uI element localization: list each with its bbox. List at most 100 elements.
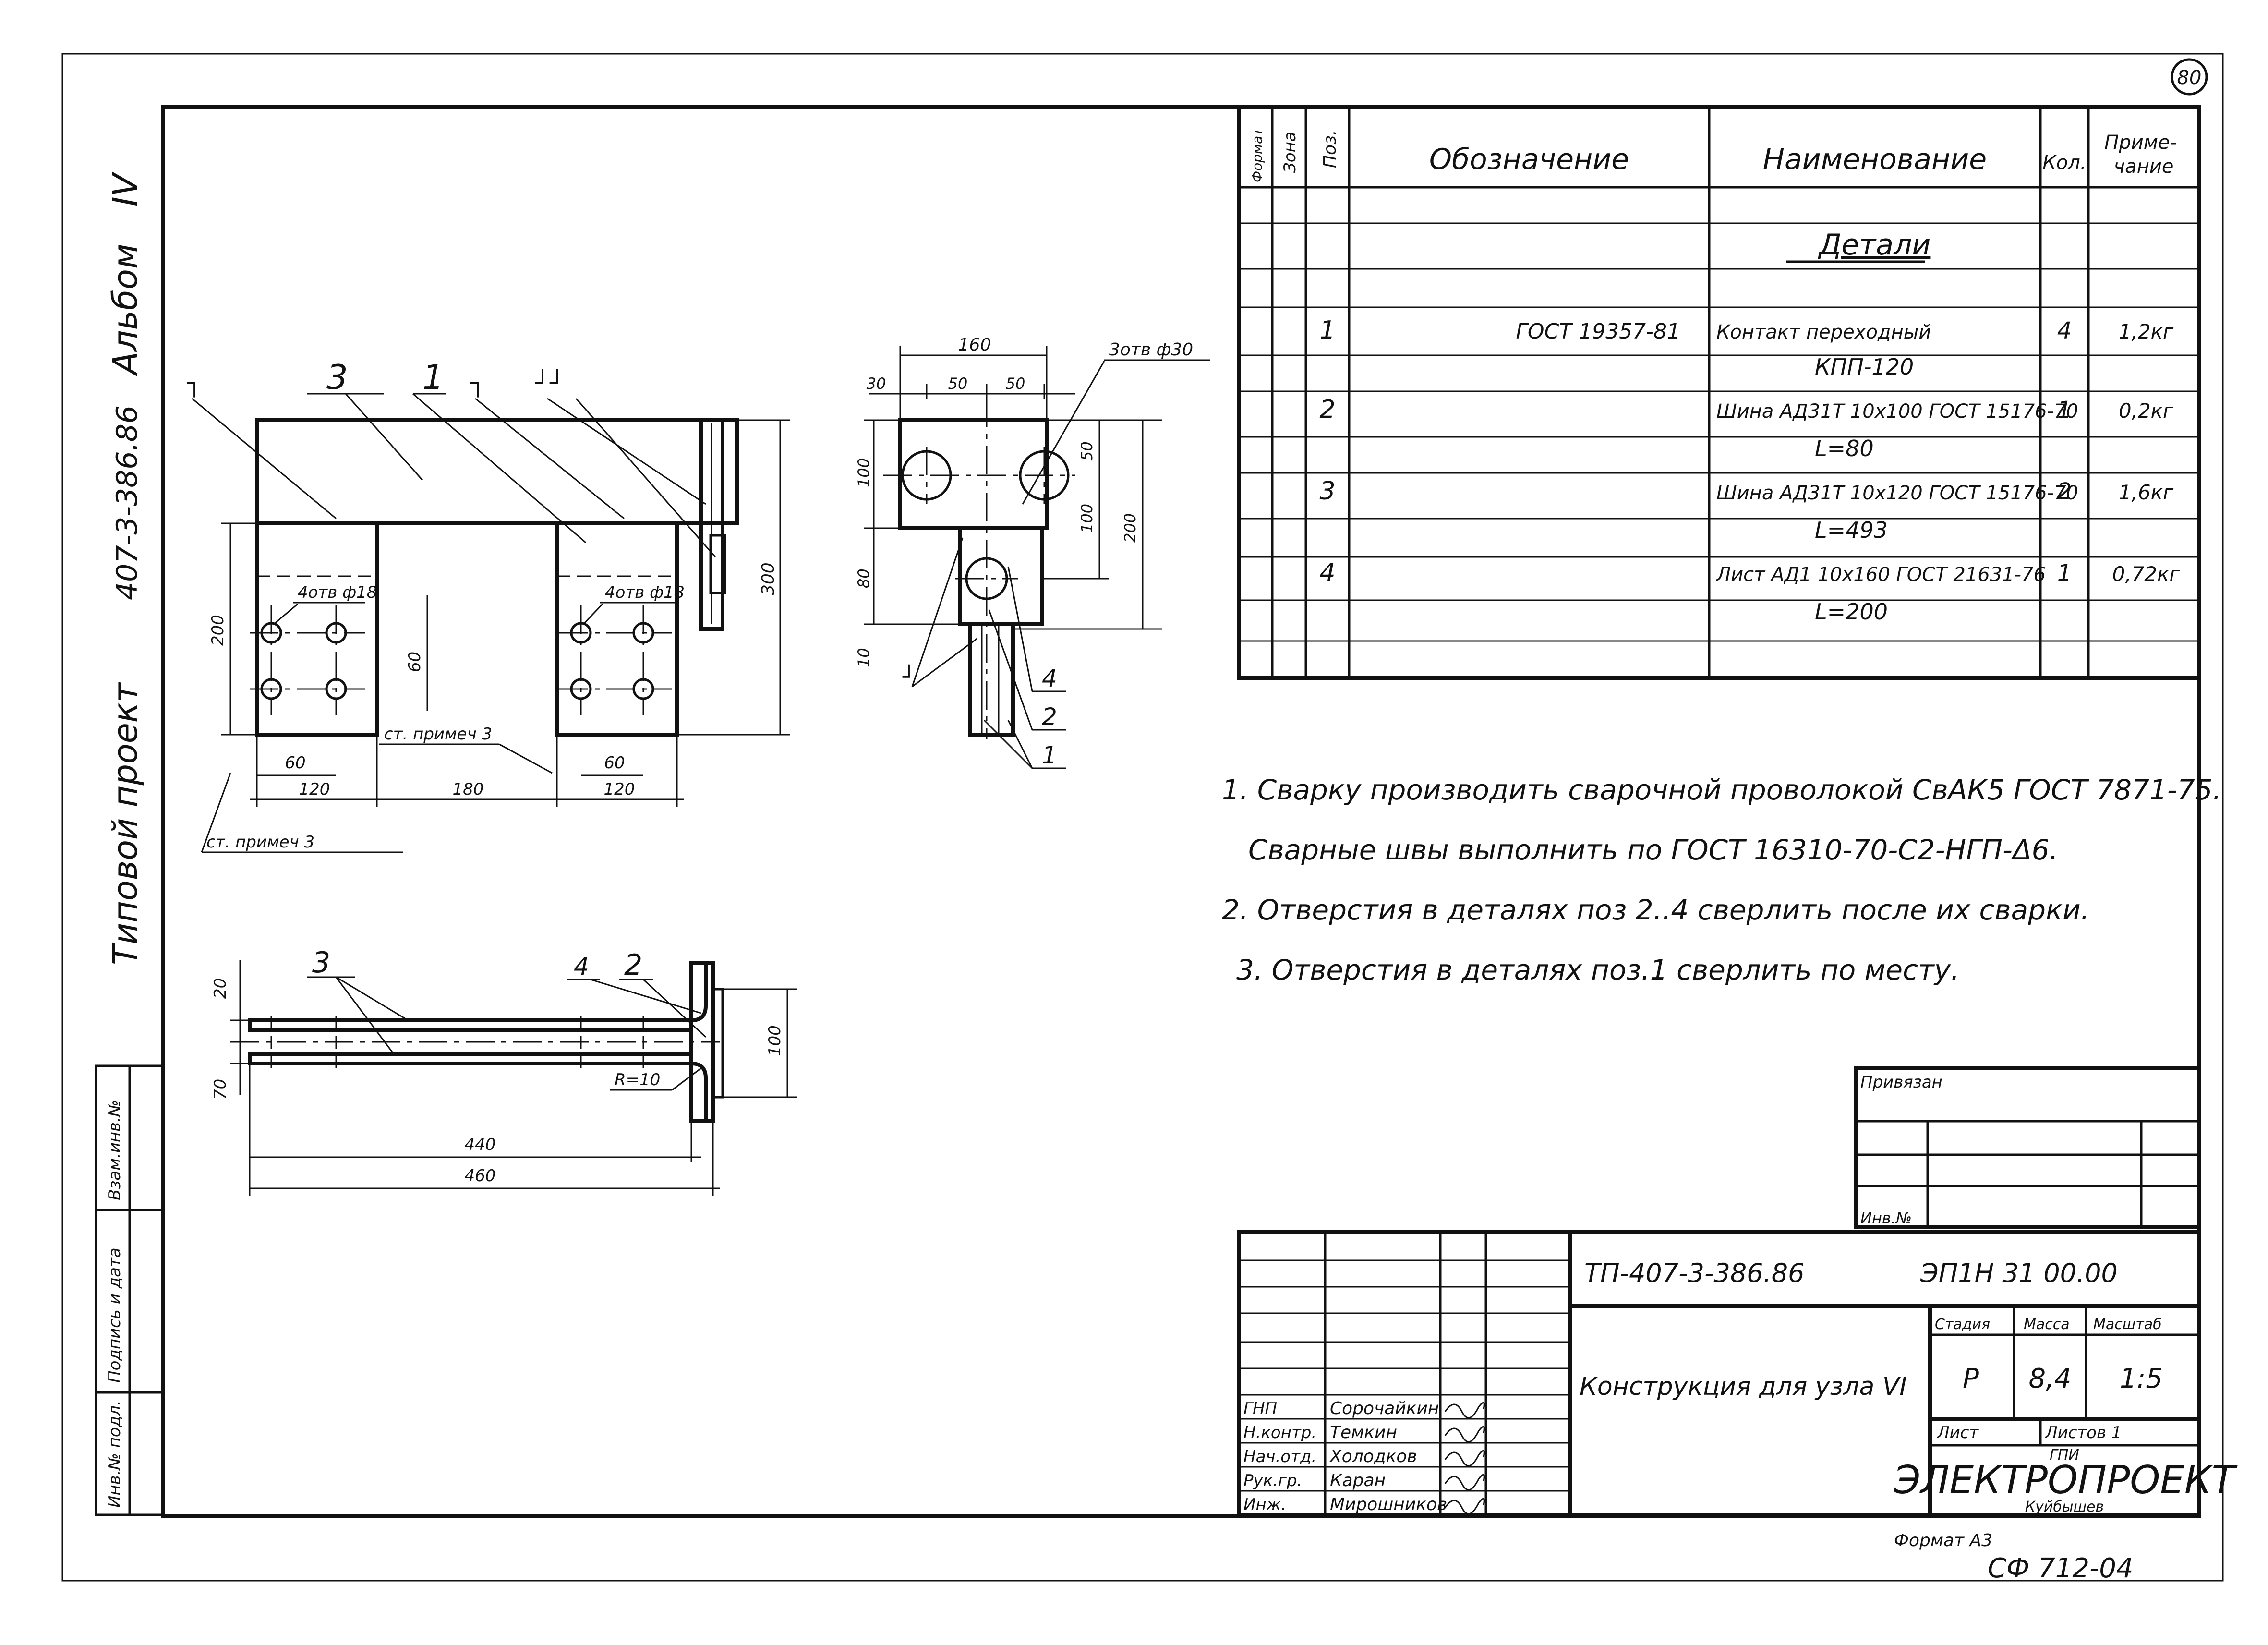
spec-row-note: 1,6кг [2119, 481, 2174, 504]
plan-dim-120-a: 120 [299, 780, 330, 799]
doc-code: ТП-407-3-386.86 [1584, 1258, 1804, 1288]
spec-header-name: Наименование [1763, 143, 1987, 176]
spec-header-pos: Поз. [1320, 130, 1340, 168]
side-dim-50-b: 50 [1006, 375, 1025, 393]
spec-row-note: 0,72кг [2112, 562, 2181, 586]
format-label: Формат А3 [1894, 1531, 1992, 1550]
front-pos-4: 4 [574, 953, 589, 980]
notes: 1. Сварку производить сварочной проволок… [1222, 774, 2221, 986]
spec-row-name: L=493 [1815, 517, 1888, 543]
side-pos-2: 2 [1042, 703, 1057, 731]
side-dim-10: 10 [855, 648, 873, 667]
side-dim-100: 100 [855, 458, 873, 487]
front-bar-upper [248, 1018, 693, 1032]
spec-row-name: Шина АД31Т 10х100 ГОСТ 15176-70 [1716, 400, 2078, 423]
plan-pos-3: 3 [326, 358, 348, 397]
album-number: IV [106, 171, 145, 206]
spec-table: Формат Зона Поз. Обозначение Наименовани… [1237, 105, 2201, 680]
signature-name: Каран [1330, 1471, 1386, 1490]
binding-label: Привязан [1860, 1073, 1942, 1092]
note-1-cont: Сварные швы выполнить по ГОСТ 16310-70-С… [1248, 834, 2058, 866]
drawing-title: Конструкция для узла VI [1580, 1372, 1907, 1401]
plan-plate-3 [255, 418, 739, 525]
stadia-value: Р [1963, 1363, 1979, 1394]
side-pos-4: 4 [1042, 665, 1057, 692]
side-dim-200: 200 [1121, 513, 1139, 543]
spec-header-designation: Обозначение [1429, 143, 1629, 176]
left-stamp-inv: Инв.№ подл. [105, 1400, 124, 1508]
signature-name: Холодков [1329, 1447, 1417, 1466]
sheet-mark-circle [2171, 58, 2208, 96]
plan-holes-label-right: 4отв ф18 [605, 583, 684, 602]
spec-row-note: 0,2кг [2119, 399, 2174, 423]
massa-value: 8,4 [2028, 1363, 2071, 1394]
front-dim-440: 440 [465, 1135, 496, 1154]
masshtab-value: 1:5 [2120, 1363, 2163, 1394]
side-flange [898, 418, 1049, 530]
front-pos-3: 3 [312, 946, 330, 980]
spec-header-note-line2: чание [2114, 156, 2174, 178]
signature-name: Сорочайкин [1330, 1399, 1439, 1418]
front-flange-lug [712, 988, 724, 1099]
left-stamp-vzam: Взам.инв.№ [105, 1100, 124, 1200]
side-dim-100-b: 100 [1078, 504, 1096, 533]
signature-role: Инж. [1243, 1495, 1286, 1514]
spec-header-qty: Кол. [2042, 152, 2086, 174]
plan-weld-mark: ┐ [187, 369, 202, 398]
plan-holes-label-left: 4отв ф18 [298, 583, 377, 602]
spec-row-name: L=80 [1815, 435, 1874, 461]
plan-flange [699, 418, 724, 631]
signature-scribble [1444, 1426, 1485, 1443]
side-dim-80: 80 [855, 568, 873, 588]
spec-row-pos: 2 [1319, 395, 1335, 424]
plan-dim-60-v: 60 [405, 652, 424, 672]
spec-row-name: L=200 [1815, 599, 1888, 625]
side-dim-30: 30 [867, 375, 886, 393]
signature-name: Темкин [1330, 1423, 1397, 1442]
plan-contact-left [255, 521, 379, 737]
spec-row-qty: 2 [2057, 478, 2072, 505]
plan-flange-lug [709, 534, 726, 594]
note-2: 2. Отверстия в деталях поз 2..4 сверлить… [1222, 894, 2089, 926]
massa-label: Масса [2024, 1316, 2070, 1333]
binding-inv-label: Инв.№ [1860, 1209, 1912, 1227]
front-radius: R=10 [615, 1070, 660, 1089]
front-bar-lower [248, 1052, 693, 1065]
spec-row-qty: 4 [2057, 317, 2072, 344]
side-hole-label: 3отв ф30 [1109, 340, 1193, 360]
signature-name: Мирошников [1330, 1495, 1447, 1514]
outer-frame [61, 53, 2224, 1582]
doc-number: ЭП1Н 31 00.00 [1920, 1258, 2118, 1288]
spec-row-pos: 3 [1319, 477, 1335, 506]
inner-frame [161, 105, 2201, 1518]
signature-scribble [1444, 1402, 1485, 1419]
note-3: 3. Отверстия в деталях поз.1 сверлить по… [1236, 954, 1960, 986]
spec-section-title: Детали [1818, 228, 1931, 262]
stamp-code: СФ 712-04 [1988, 1553, 2133, 1584]
left-stamp: Взам.инв.№ Подпись и дата Инв.№ подл. [95, 1064, 165, 1516]
spec-header-note-line1: Приме- [2104, 132, 2177, 154]
spec-header-format: Формат [1249, 128, 1265, 182]
plan-dim-200: 200 [208, 615, 228, 646]
side-dim-50-a: 50 [948, 375, 968, 393]
spec-row-name: Контакт переходный [1716, 321, 1931, 343]
spec-row-name: Шина АД31Т 10х120 ГОСТ 15176-70 [1716, 482, 2078, 504]
note-1: 1. Сварку производить сварочной проволок… [1222, 774, 2221, 806]
org-top: ГПИ [2050, 1447, 2079, 1464]
spec-row-qty: 1 [2057, 397, 2072, 423]
spec-row-pos: 1 [1319, 316, 1335, 345]
side-dim-160: 160 [958, 335, 991, 355]
spec-row-qty: 1 [2057, 560, 2072, 587]
signature-scribble [1444, 1450, 1485, 1467]
signature-role: Нач.отд. [1243, 1447, 1316, 1466]
spec-header-note: Приме- чание [2104, 132, 2183, 178]
plan-note-ref-mid: ст. примеч 3 [384, 725, 492, 744]
front-dim-70: 70 [211, 1079, 230, 1100]
spec-row-note: 1,2кг [2119, 320, 2174, 343]
left-stamp-podpis: Подпись и дата [105, 1247, 124, 1383]
org-name: ЭЛЕКТРОПРОЕКТ [1893, 1458, 2238, 1502]
signature-scribble [1444, 1474, 1485, 1491]
binding-block: Привязан Инв.№ [1854, 1066, 2201, 1229]
